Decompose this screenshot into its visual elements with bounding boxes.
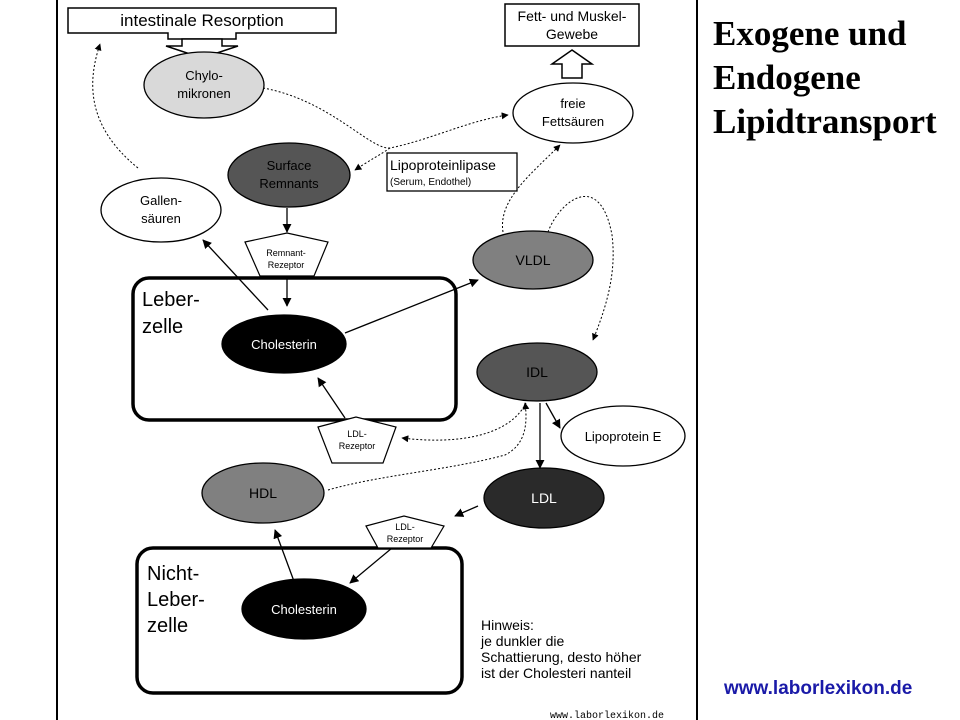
- cholesterin-liver-label: Cholesterin: [251, 337, 317, 352]
- node-lipoprotein-e: Lipoprotein E: [560, 405, 686, 467]
- arrow-receptor-to-periph-cholesterin: [349, 547, 393, 584]
- lipoproteinlipase-label: Lipoproteinlipase: [390, 157, 496, 173]
- footer-watermark: www.laborlexikon.de: [550, 710, 664, 720]
- connector-hdl-to-idl: [327, 402, 530, 491]
- arrow-cholesterin-to-vldl: [344, 278, 479, 334]
- connector-idl-to-ldl-receptor: [401, 402, 527, 443]
- ldl-receptor-liver-label-2: Rezeptor: [339, 441, 376, 451]
- note-block: Hinweis: je dunkler die Schattierung, de…: [480, 617, 642, 681]
- ffa-label-1: freie: [560, 96, 585, 111]
- lipoproteinlipase-sublabel: (Serum, Endothel): [390, 177, 471, 188]
- title-line-3: Lipidtransport: [713, 102, 937, 141]
- non-liver-cell-label-2: Leber-: [147, 589, 205, 611]
- connector-chylo-to-ffa: [262, 87, 509, 149]
- surface-remnants-label-2: Remnants: [259, 176, 319, 191]
- tissue-label-1: Fett- und Muskel-: [518, 8, 627, 24]
- ldl-receptor-periph-label-2: Rezeptor: [387, 534, 424, 544]
- ffa-label-2: Fettsäuren: [542, 114, 604, 129]
- node-vldl: VLDL: [472, 230, 594, 290]
- note-line-1: Hinweis:: [481, 617, 534, 633]
- note-line-4: ist der Cholesteri nanteil: [481, 665, 631, 681]
- intestinal-resorption-box: intestinale Resorption: [67, 7, 337, 40]
- tissue-box: Fett- und Muskel- Gewebe: [504, 3, 640, 47]
- node-gallensaeuren: Gallen- säuren: [100, 177, 222, 243]
- solid-arrows: [202, 208, 561, 585]
- gallen-label-1: Gallen-: [140, 193, 182, 208]
- title-line-1: Exogene und: [713, 14, 907, 53]
- connector-lpl-to-surface: [354, 147, 391, 171]
- arrow-periph-cholesterin-to-hdl: [273, 529, 296, 585]
- connector-gallen-to-resorption: [92, 43, 139, 169]
- liver-cell-box: Leber- zelle: [131, 276, 458, 422]
- liver-cell-label-1: Leber-: [142, 289, 200, 311]
- ldl-receptor-liver-label-1: LDL-: [347, 429, 367, 439]
- node-surface-remnants: Surface Remnants: [227, 142, 351, 208]
- ldl-label: LDL: [531, 490, 557, 506]
- resorption-down-arrow: [165, 38, 239, 59]
- lipoprotein-e-label: Lipoprotein E: [585, 429, 662, 444]
- chylo-label-2: mikronen: [177, 86, 230, 101]
- non-liver-cell-label-3: zelle: [147, 615, 188, 637]
- node-chylomikronen: Chylo- mikronen: [143, 51, 265, 119]
- node-hdl: HDL: [201, 462, 325, 524]
- surface-remnants-label-1: Surface: [267, 158, 312, 173]
- resorption-label: intestinale Resorption: [120, 11, 283, 30]
- node-ldl-rezeptor-liver: LDL- Rezeptor: [317, 416, 397, 464]
- page-title: Exogene und Endogene Lipidtransport: [713, 12, 958, 144]
- note-line-2: je dunkler die: [480, 633, 564, 649]
- arrow-ldl-receptor-to-cholesterin: [317, 377, 346, 419]
- node-cholesterin-liver: Cholesterin: [221, 314, 347, 374]
- node-freie-fettsaeuren: freie Fettsäuren: [512, 82, 634, 144]
- node-ldl: LDL: [483, 467, 605, 529]
- connector-vldl-to-ffa: [502, 144, 561, 233]
- remnant-receptor-label-2: Rezeptor: [268, 260, 305, 270]
- remnant-receptor-label-1: Remnant-: [266, 248, 306, 258]
- tissue-up-arrow: [549, 49, 595, 79]
- title-line-2: Endogene: [713, 58, 861, 97]
- gallen-label-2: säuren: [141, 211, 181, 226]
- connector-vldl-to-idl: [547, 196, 614, 341]
- idl-label: IDL: [526, 364, 548, 380]
- lipoproteinlipase-box: Lipoproteinlipase (Serum, Endothel): [386, 152, 518, 192]
- ldl-receptor-periph-label-1: LDL-: [395, 522, 415, 532]
- website-link[interactable]: www.laborlexikon.de: [724, 678, 913, 699]
- cholesterin-periph-label: Cholesterin: [271, 602, 337, 617]
- non-liver-cell-label-1: Nicht-: [147, 563, 199, 585]
- arrow-ldl-to-receptor: [454, 505, 479, 517]
- tissue-label-2: Gewebe: [546, 26, 598, 42]
- arrow-idl-to-lipoprotein-e: [545, 402, 561, 429]
- connectors: [92, 43, 614, 491]
- liver-cell-label-2: zelle: [142, 316, 183, 338]
- non-liver-cell-box: Nicht- Leber- zelle: [135, 546, 464, 695]
- vldl-label: VLDL: [515, 252, 550, 268]
- arrow-cholesterin-to-gallen: [202, 239, 269, 311]
- node-cholesterin-periph: Cholesterin: [241, 578, 367, 640]
- node-ldl-rezeptor-periph: LDL- Rezeptor: [365, 515, 445, 549]
- node-idl: IDL: [476, 342, 598, 402]
- chylo-label-1: Chylo-: [185, 68, 223, 83]
- node-remnant-rezeptor: Remnant- Rezeptor: [244, 232, 329, 277]
- hdl-label: HDL: [249, 485, 277, 501]
- note-line-3: Schattierung, desto höher: [481, 649, 642, 665]
